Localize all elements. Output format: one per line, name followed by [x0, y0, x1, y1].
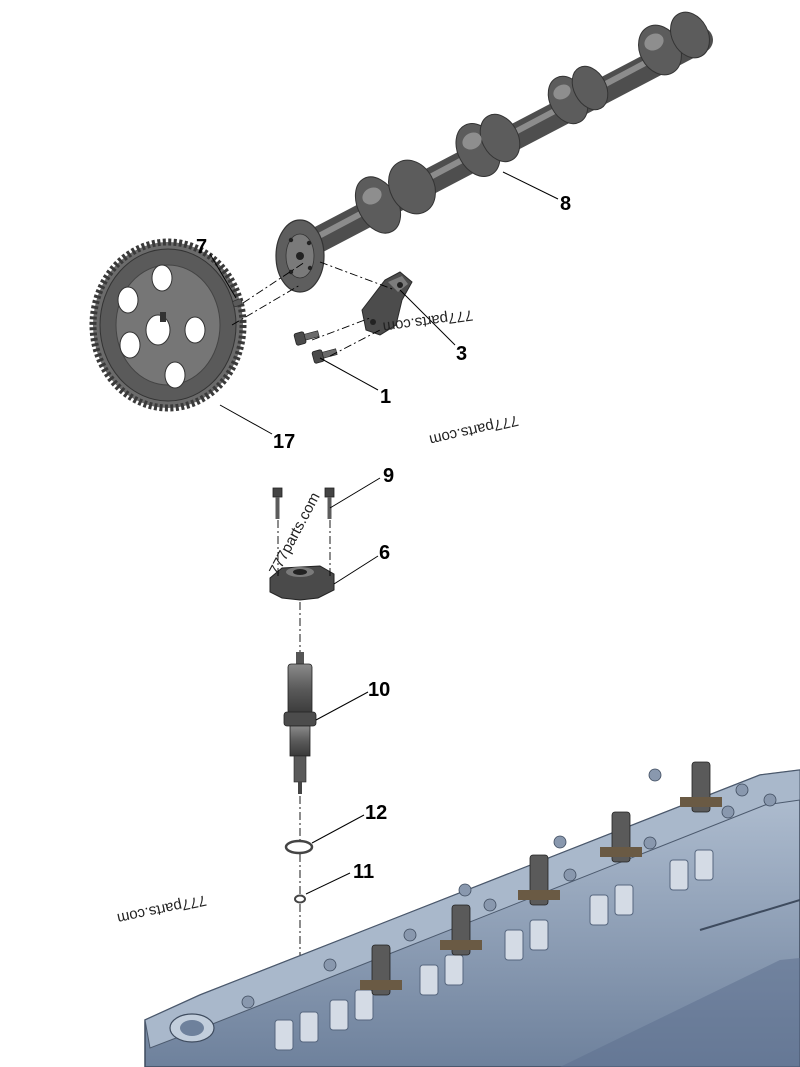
head-bolts	[241, 768, 777, 1009]
injector-o-ring	[284, 839, 314, 855]
callout-11: 11	[353, 861, 375, 883]
callout-7: 7	[196, 236, 208, 258]
thrust-plate-bolts	[293, 330, 338, 364]
camshaft-lobe-highlights	[362, 33, 664, 205]
valve-springs	[274, 849, 714, 1051]
cylinder-head	[144, 761, 800, 1067]
alignment-lines	[231, 261, 396, 1050]
callout-9: 9	[383, 465, 395, 487]
callout-12: 12	[365, 802, 388, 824]
callout-3: 3	[456, 343, 468, 365]
callout-6: 6	[379, 542, 391, 564]
camshaft-lobes	[354, 11, 710, 234]
camshaft	[275, 11, 713, 293]
leader-lines	[209, 171, 559, 895]
dowel-pin	[232, 298, 243, 308]
injector-seal-washer	[294, 894, 306, 904]
camshaft-gear	[89, 238, 247, 412]
installed-injectors	[360, 761, 722, 996]
fuel-injector	[283, 652, 317, 794]
callout-1: 1	[380, 386, 392, 408]
callout-17: 17	[273, 431, 296, 453]
callout-8: 8	[560, 193, 572, 215]
clamp-bolts	[272, 487, 335, 519]
callout-10: 10	[368, 679, 391, 701]
gear-holes	[117, 264, 206, 389]
thrust-plate	[361, 271, 413, 336]
injector-clamp	[269, 565, 335, 601]
